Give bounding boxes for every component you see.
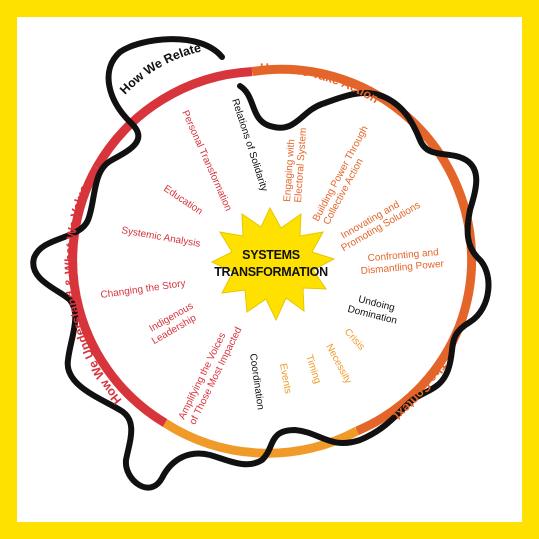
ring-segment-red-left bbox=[68, 165, 168, 427]
center-title-line1: SYSTEMS bbox=[242, 248, 300, 262]
spoke-engaging-line1: Engaging with bbox=[282, 139, 297, 202]
spoke-engaging-line2: Electoral System bbox=[293, 127, 309, 203]
spoke-engaging-with-electoral-system: Engaging with Electoral System bbox=[282, 127, 309, 203]
spoke-events: Events bbox=[277, 363, 293, 395]
ring-segment-red bbox=[92, 67, 253, 170]
center-title-line2: TRANSFORMATION bbox=[214, 265, 328, 279]
center-starburst bbox=[210, 206, 336, 322]
wavy-boundary-line bbox=[30, 36, 492, 491]
